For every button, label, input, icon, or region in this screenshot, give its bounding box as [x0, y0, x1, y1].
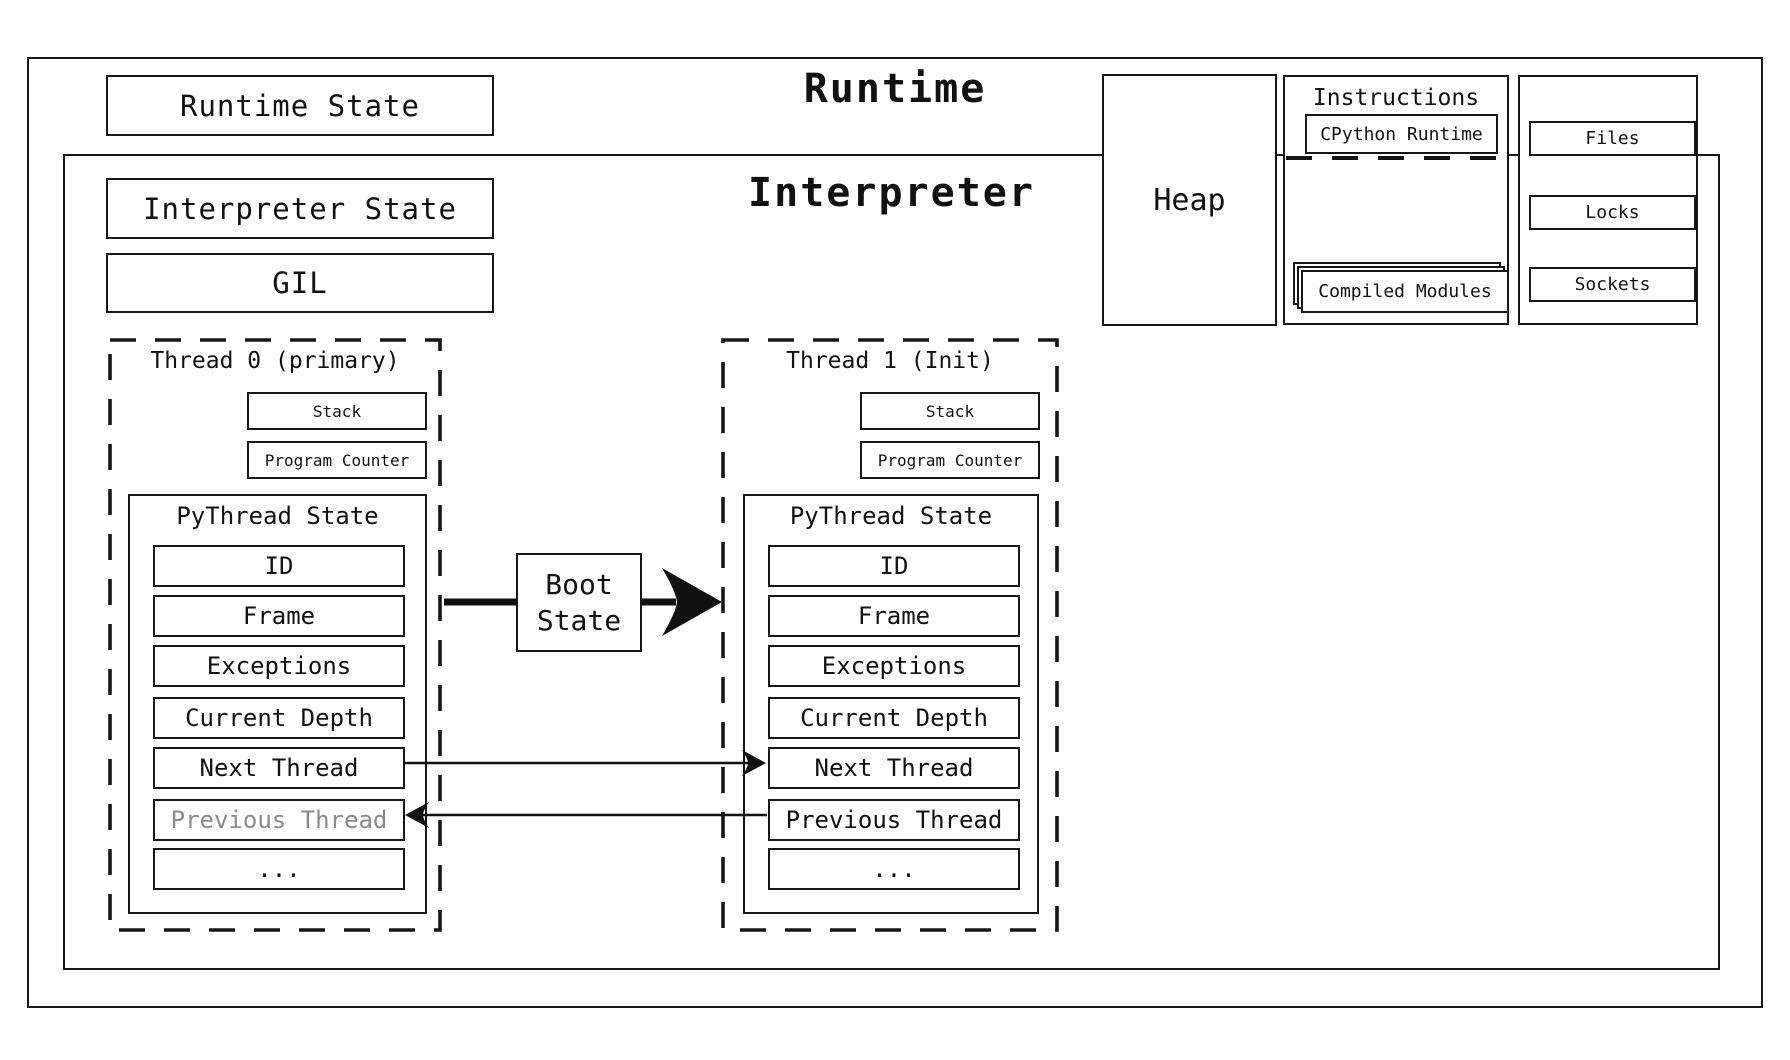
thread-0-row-id: ID: [153, 545, 405, 587]
thread-0-pythread-state-title: PyThread State: [176, 502, 379, 530]
thread-1-pythread-state-box: PyThread State ID Frame Exceptions Curre…: [743, 494, 1039, 914]
thread-0-pythread-state-box: PyThread State ID Frame Exceptions Curre…: [128, 494, 427, 914]
runtime-title: Runtime: [803, 66, 987, 112]
runtime-state-box: Runtime State: [106, 75, 494, 136]
thread-0-row-current-depth: Current Depth: [153, 697, 405, 739]
thread-1-title: Thread 1 (Init): [786, 348, 994, 374]
thread-1-row-exceptions: Exceptions: [768, 645, 1020, 687]
thread-0-row-next-thread: Next Thread: [153, 747, 405, 789]
runtime-box: [27, 57, 1763, 1008]
interpreter-state-box: Interpreter State: [106, 178, 494, 239]
thread-1-stack-box: Stack: [860, 392, 1040, 430]
thread-0-title: Thread 0 (primary): [150, 348, 400, 374]
files-box: Files: [1529, 121, 1696, 156]
thread-0-row-previous-thread: Previous Thread: [153, 799, 405, 841]
thread-0-row-frame: Frame: [153, 595, 405, 637]
runtime-interpreter-boundary-dashed-line: [1286, 156, 1508, 160]
gil-box: GIL: [106, 253, 494, 313]
resources-box: Files Locks Sockets: [1518, 75, 1698, 325]
thread-1-program-counter-box: Program Counter: [860, 441, 1040, 479]
thread-1-row-frame: Frame: [768, 595, 1020, 637]
thread-1-row-ellipsis: ...: [768, 848, 1020, 890]
thread-1-row-id: ID: [768, 545, 1020, 587]
sockets-box: Sockets: [1529, 267, 1696, 302]
boot-state-box: Boot State: [516, 553, 642, 652]
heap-box: Heap: [1102, 74, 1277, 326]
thread-0-row-ellipsis: ...: [153, 848, 405, 890]
thread-1-row-next-thread: Next Thread: [768, 747, 1020, 789]
interpreter-title: Interpreter: [748, 170, 1035, 216]
instructions-box: Instructions CPython Runtime Compiled Mo…: [1283, 75, 1509, 325]
thread-1-pythread-state-title: PyThread State: [789, 502, 993, 530]
thread-0-stack-box: Stack: [247, 392, 427, 430]
cpython-runtime-box: CPython Runtime: [1305, 114, 1498, 154]
compiled-modules-box: Compiled Modules: [1301, 270, 1509, 313]
boot-state-line1: Boot: [545, 567, 613, 601]
thread-1-row-current-depth: Current Depth: [768, 697, 1020, 739]
thread-1-row-previous-thread: Previous Thread: [768, 799, 1020, 841]
thread-1-box: Thread 1 (Init) Stack Program Counter Py…: [723, 340, 1057, 933]
locks-box: Locks: [1529, 195, 1696, 230]
boot-state-line2: State: [536, 603, 622, 637]
thread-0-row-exceptions: Exceptions: [153, 645, 405, 687]
thread-0-program-counter-box: Program Counter: [247, 441, 427, 479]
interpreter-box: [63, 154, 1720, 970]
instructions-title: Instructions: [1312, 85, 1480, 111]
thread-0-box: Thread 0 (primary) Stack Program Counter…: [110, 340, 440, 933]
